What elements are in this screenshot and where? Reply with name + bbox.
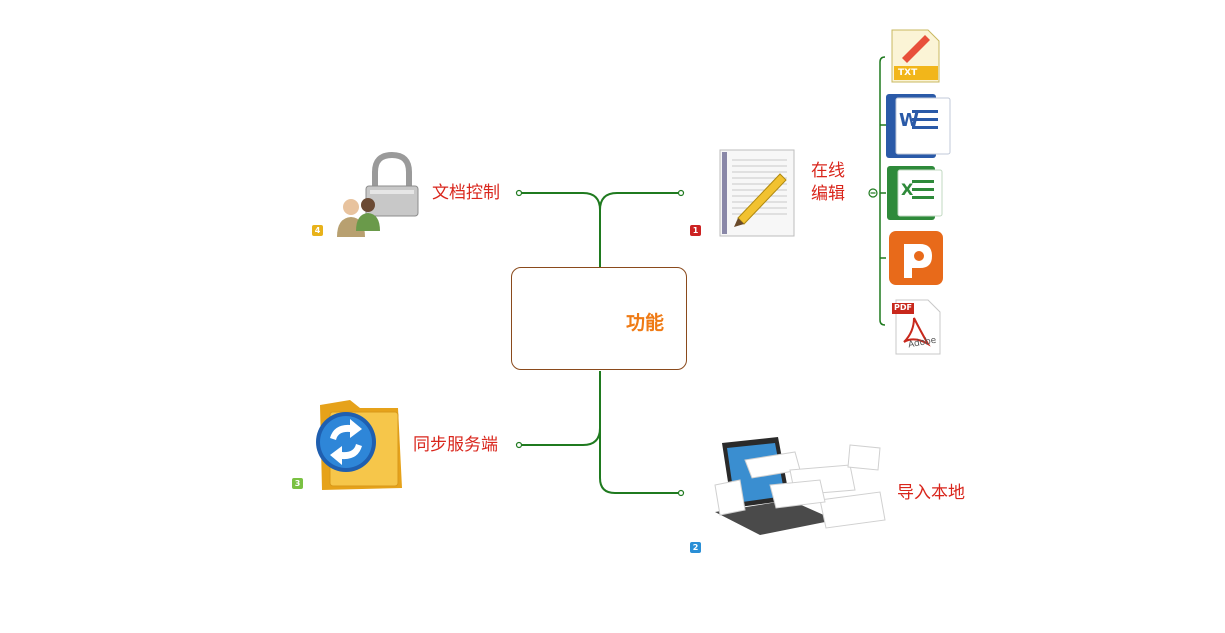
branch-label-online-edit-line1[interactable]: 在线 <box>811 161 845 181</box>
powerpoint-file-icon <box>889 231 943 285</box>
connector-top-right <box>599 192 680 211</box>
center-node[interactable] <box>511 267 687 370</box>
priority-badge-4: 4 <box>312 225 323 236</box>
laptop-papers-icon <box>714 437 886 535</box>
connector-trunk-top <box>520 192 601 267</box>
word-file-icon <box>886 94 951 158</box>
excel-file-icon <box>887 166 943 220</box>
pdf-file-icon <box>892 299 941 355</box>
document-pencil-icon <box>719 149 795 237</box>
center-node-label: 功能 <box>626 312 665 334</box>
branch-label-doc-control[interactable]: 文档控制 <box>432 183 500 203</box>
connector-trunk-bottom <box>520 371 601 446</box>
dot-sync <box>515 441 523 449</box>
word-icon-label: W <box>899 110 919 131</box>
priority-badge-1: 1 <box>690 225 701 236</box>
dot-online-edit <box>677 189 685 197</box>
lock-users-icon <box>337 151 419 237</box>
priority-badge-3: 3 <box>292 478 303 489</box>
pdf-icon-label: PDF <box>894 303 912 312</box>
connector-bottom-right <box>599 428 680 494</box>
branch-label-import-local[interactable]: 导入本地 <box>897 483 965 503</box>
connector-dots <box>515 188 878 497</box>
dot-doc-control <box>515 189 523 197</box>
folder-sync-icon <box>316 400 402 490</box>
txt-icon-label: TXT <box>898 68 918 78</box>
connector-file-ticks <box>880 124 886 259</box>
priority-badge-2: 2 <box>690 542 701 553</box>
branch-label-online-edit-line2[interactable]: 编辑 <box>811 184 845 204</box>
excel-icon-label: X <box>901 180 914 199</box>
connector-file-bracket <box>879 56 886 326</box>
branch-label-sync-server[interactable]: 同步服务端 <box>413 435 498 455</box>
connectors <box>520 56 886 494</box>
dot-import <box>677 489 685 497</box>
txt-file-icon <box>891 29 940 83</box>
